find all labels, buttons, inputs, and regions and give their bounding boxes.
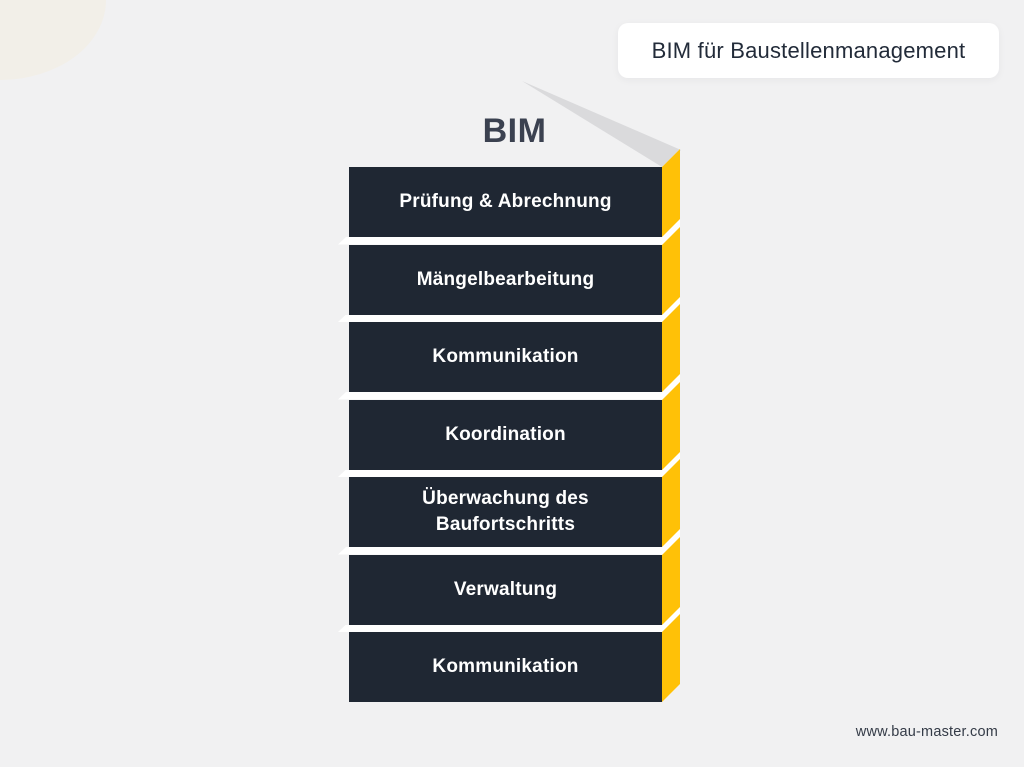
website-url: www.bau-master.com <box>855 724 998 740</box>
layer-label: Kommunikation <box>432 656 579 678</box>
layer-face: Überwachung des Baufortschritts <box>349 477 662 547</box>
layer-face: Prüfung & Abrechnung <box>349 167 662 237</box>
layer-separator <box>338 237 662 245</box>
layer-row: Kommunikation <box>338 304 680 400</box>
layer-label: Verwaltung <box>453 578 558 600</box>
layer-row: Prüfung & Abrechnung <box>338 149 680 245</box>
layer-row: Mängelbearbeitung <box>338 226 680 322</box>
title-badge: BIM für Baustellenmanagement <box>618 23 999 78</box>
layer-separator <box>338 624 662 632</box>
layer-row: Überwachung des Baufortschritts <box>338 459 680 555</box>
layer-rows: Prüfung & Abrechnung Mängelbearbeitung K… <box>338 149 680 702</box>
layer-separator <box>338 392 662 400</box>
layer-stack: Prüfung & Abrechnung Mängelbearbeitung K… <box>338 149 680 702</box>
layer-face: Koordination <box>349 399 662 470</box>
layer-label: Koordination <box>445 423 566 445</box>
layer-label: Mängelbearbeitung <box>416 268 595 290</box>
title-badge-label: BIM für Baustellenmanagement <box>651 37 966 63</box>
layer-face: Verwaltung <box>349 554 662 625</box>
layer-separator <box>338 314 662 322</box>
corner-accent-shape <box>0 0 106 80</box>
diagram-title: BIM <box>482 112 547 150</box>
layer-row: Kommunikation <box>349 614 680 702</box>
layer-face: Kommunikation <box>349 632 662 702</box>
layer-face: Kommunikation <box>349 322 662 392</box>
layer-separator <box>338 469 662 477</box>
layer-separator <box>338 547 662 555</box>
layer-label: Prüfung & Abrechnung <box>399 191 612 213</box>
layer-label: Überwachung des Baufortschritts <box>422 488 589 535</box>
layer-face: Mängelbearbeitung <box>349 244 662 315</box>
layer-row: Koordination <box>338 381 680 477</box>
layer-label: Kommunikation <box>432 346 579 368</box>
layer-row: Verwaltung <box>338 536 680 632</box>
